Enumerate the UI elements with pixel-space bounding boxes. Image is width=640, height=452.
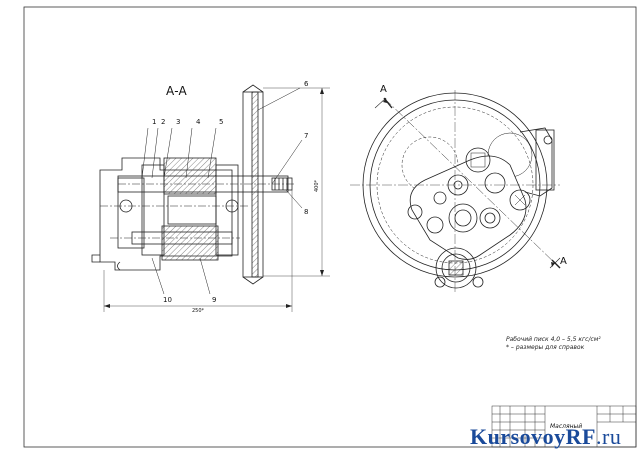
- cut-mark-bottom: А: [560, 256, 567, 267]
- dimension-height: 400*: [314, 179, 320, 192]
- callout-3: 3: [176, 118, 180, 126]
- callout-4: 4: [196, 118, 201, 126]
- callout-9: 9: [212, 296, 216, 304]
- drawing-frame: [23, 6, 637, 448]
- title-block: [491, 405, 637, 448]
- dimension-length: 250*: [192, 308, 205, 314]
- section-view: [91, 84, 330, 312]
- note-reference: * – размеры для справок: [506, 344, 585, 351]
- callout-10: 10: [163, 296, 172, 304]
- callout-1: 1: [152, 118, 156, 126]
- front-view: [350, 90, 561, 292]
- cut-mark-top: А: [380, 84, 387, 95]
- callout-5: 5: [219, 118, 223, 126]
- watermark-logo: KursovoyRF.ru: [470, 424, 621, 450]
- callout-6: 6: [304, 80, 309, 88]
- section-label: А-А: [166, 84, 188, 98]
- title-block-name: Масляный: [550, 423, 582, 430]
- callout-8: 8: [304, 208, 308, 216]
- watermark-brand: KursovoyRF: [470, 424, 596, 449]
- watermark-suffix: .ru: [596, 424, 622, 449]
- callout-2: 2: [161, 118, 165, 126]
- callout-7: 7: [304, 132, 308, 140]
- note-pressure: Рабочий писк 4,0 – 5,5 кгс/см²: [506, 336, 601, 343]
